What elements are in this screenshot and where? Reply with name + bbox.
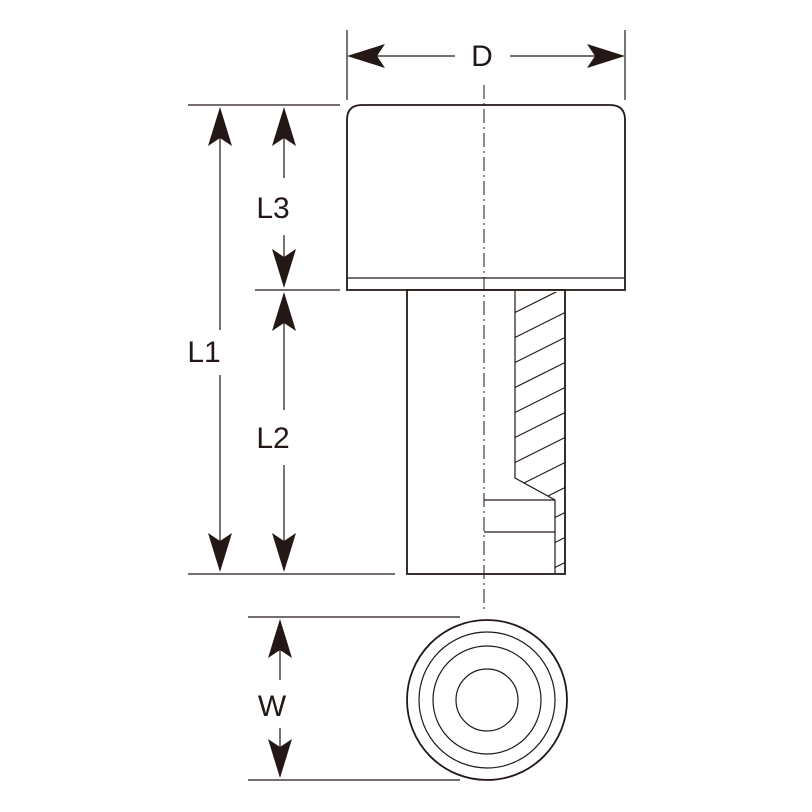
bottom-view-outer-circle — [406, 619, 568, 781]
label-l2: L2 — [256, 422, 289, 455]
arrowhead-w-top — [268, 619, 292, 658]
dimension-l1: L1 — [187, 107, 232, 572]
arrowhead-l2-bottom — [272, 533, 296, 572]
label-l3: L3 — [256, 192, 289, 225]
socket-head — [346, 104, 626, 291]
bottom-view-inner-circle — [455, 668, 519, 732]
dimension-d: D — [346, 30, 626, 100]
arrowhead-l3-bottom — [272, 249, 296, 288]
arrowhead-l2-top — [272, 292, 296, 331]
socket-body — [406, 289, 566, 575]
dimension-l3: L3 — [256, 107, 296, 288]
label-w: W — [258, 690, 287, 723]
arrowhead-l1-bottom — [208, 533, 232, 572]
arrowhead-w-bottom — [268, 739, 292, 778]
bottom-view-circle-3 — [432, 645, 542, 755]
shank-outline — [406, 289, 566, 575]
arrowhead-d-left — [347, 44, 385, 68]
arrowhead-d-right — [587, 44, 625, 68]
dimension-w: W — [248, 616, 460, 781]
label-l1: L1 — [187, 336, 220, 369]
label-d: D — [471, 40, 493, 73]
bottom-view — [406, 619, 568, 781]
head-outline — [346, 104, 626, 291]
arrowhead-l3-top — [272, 107, 296, 146]
section-boundary — [514, 290, 556, 574]
dimension-l2: L2 — [256, 292, 296, 572]
arrowhead-l1-top — [208, 107, 232, 146]
bottom-view-circle-2 — [418, 631, 556, 769]
